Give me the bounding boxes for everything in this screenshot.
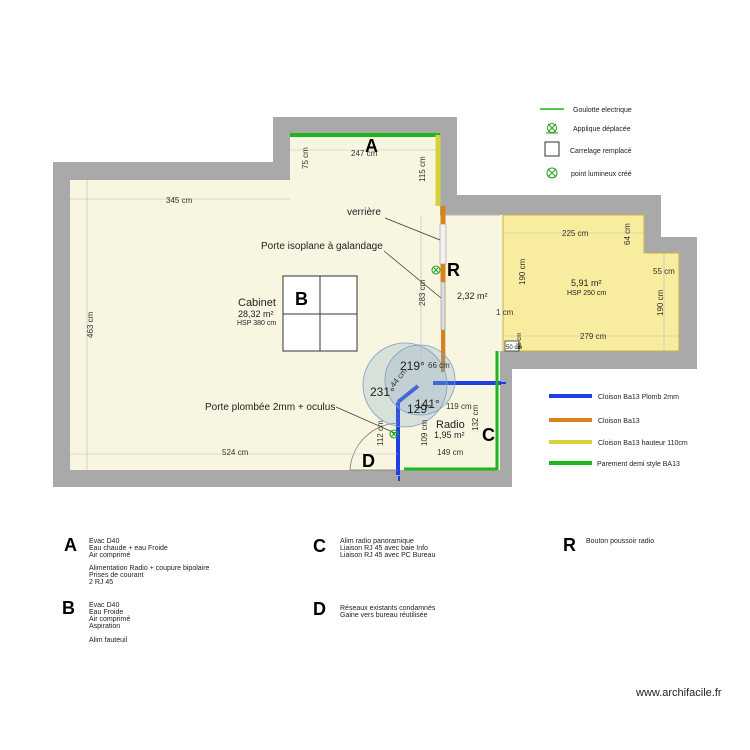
dimension-label: 64 cm [623, 223, 632, 245]
dimension-label: 1 cm [496, 308, 514, 317]
legend-label: Cloison Ba13 hauteur 110cm [598, 440, 688, 447]
marker-a: A [365, 136, 378, 156]
angle-label: 231° [370, 385, 395, 399]
legend-label: Cloison Ba13 Plomb 2mm [598, 394, 679, 401]
note-letter: D [313, 599, 326, 619]
notes-a: A Evac D40 Eau chaude + eau Froide Air c… [64, 535, 210, 586]
room-name: Cabinet [238, 297, 276, 309]
room-hsp: HSP 380 cm [237, 320, 276, 327]
dimension-label: 55 cm [653, 267, 675, 276]
room-area: 1,95 m² [434, 430, 465, 440]
legend-label: Goulotte electrique [573, 107, 632, 114]
furniture-block [282, 275, 358, 352]
dimension-label: 225 cm [562, 229, 589, 238]
light-point-icon [431, 265, 441, 275]
dimension-label: 247 cm [351, 149, 378, 158]
legend-walls: Cloison Ba13 Plomb 2mm Cloison Ba13 Cloi… [549, 394, 688, 468]
note-line: 2 RJ 45 [89, 579, 113, 586]
dimension-label: 112 cm [376, 420, 385, 446]
square-icon [544, 141, 560, 157]
legend-label: Parement demi style BA13 [597, 461, 680, 468]
light-point-icon [389, 429, 399, 439]
note-line: Liaison RJ 45 avec PC Bureau [340, 552, 435, 559]
watermark: www.archifacile.fr [635, 687, 722, 699]
angle-label: 219° [400, 359, 425, 373]
legend-label: Applique déplacée [573, 126, 631, 133]
dimension-label: 66 cm [517, 333, 523, 349]
dimension-label: 75 cm [301, 147, 310, 169]
note-line: Gaine vers bureau réutilisée [340, 612, 428, 619]
legend-label: Cloison Ba13 [598, 418, 640, 425]
note-letter: C [313, 536, 326, 556]
callout-verriere: verrière [347, 207, 381, 218]
note-line: Eau chaude + eau Froide [89, 545, 168, 552]
note-letter: B [62, 598, 75, 618]
dimension-label: 190 cm [656, 289, 665, 316]
note-line: Alim radio panoramique [340, 538, 414, 545]
marker-c: C [482, 425, 495, 445]
room-name: Radio [436, 419, 465, 431]
note-line: Liaison RJ 45 avec baie Info [340, 545, 428, 552]
wall-lamp-icon [546, 123, 558, 134]
note-line: Eau Froide [89, 609, 123, 616]
dimension-label: 66 cm [428, 361, 450, 370]
note-line: Air comprimé [89, 616, 130, 623]
tiled-room-floor [503, 215, 679, 351]
dimension-label: 463 cm [86, 311, 95, 338]
notes-r: R Bouton poussoir radio [563, 535, 654, 555]
tiled-room-outline [502, 214, 680, 352]
callout-porte-plombee: Porte plombée 2mm + oculus [205, 402, 335, 413]
note-line: Evac D40 [89, 602, 119, 609]
dimension-label: 149 cm [437, 448, 464, 457]
note-line: Evac D40 [89, 538, 119, 545]
note-line: Bouton poussoir radio [586, 538, 654, 545]
dimension-label: 50 cm [506, 345, 522, 351]
dimension-label: 345 cm [166, 196, 193, 205]
dimension-label: 190 cm [518, 258, 527, 285]
dimension-label: 279 cm [580, 332, 607, 341]
note-line: Alim fauteuil [89, 637, 128, 644]
legend-label: point lumineux créé [571, 171, 632, 178]
room-area: 2,32 m² [457, 291, 488, 301]
note-line: Réseaux existants condamnés [340, 605, 436, 612]
note-letter: A [64, 535, 77, 555]
callout-porte-isoplane: Porte isoplane à galandage [261, 241, 383, 252]
dimension-lines [70, 149, 679, 470]
note-line: Aspiration [89, 623, 120, 630]
marker-r: R [447, 260, 460, 280]
callout-leaders [335, 217, 442, 434]
note-line: Alimentation Radio + coupure bipolaire [89, 565, 210, 572]
legend-label: Carrelage remplacé [570, 148, 632, 155]
note-letter: R [563, 535, 576, 555]
notes-d: D Réseaux existants condamnés Gaine vers… [313, 599, 436, 619]
radio-rotation-circles [362, 342, 456, 428]
dimension-label: 119 cm [446, 402, 472, 411]
verriere-glass [439, 223, 447, 265]
dimension-label: 283 cm [418, 279, 427, 306]
room-area: 28,32 m² [238, 309, 274, 319]
lead-partition [396, 381, 501, 475]
note-line: Air comprimé [89, 552, 130, 559]
dimension-label: 115 cm [418, 156, 427, 182]
legend-top: Goulotte electrique Applique déplacée Ca… [540, 107, 632, 179]
dimension-label: 132 cm [471, 404, 480, 431]
marker-b: B [295, 289, 308, 309]
angle-label: 141° [415, 397, 440, 411]
notes-b: B Evac D40 Eau Froide Air comprimé Aspir… [62, 598, 130, 644]
marker-d: D [362, 451, 375, 471]
dimension-label: 109 cm [420, 419, 429, 446]
parement-radio [404, 351, 499, 471]
room-area: 5,91 m² [571, 278, 602, 288]
notes-c: C Alim radio panoramique Liaison RJ 45 a… [313, 536, 435, 559]
sliding-door [440, 281, 446, 331]
dimension-label: 524 cm [222, 448, 249, 457]
room-hsp: HSP 250 cm [567, 290, 606, 297]
note-line: Prises de courant [89, 572, 144, 579]
light-point-icon [546, 167, 558, 179]
angle-label: 129° [407, 402, 432, 416]
tile-icon [504, 340, 520, 352]
